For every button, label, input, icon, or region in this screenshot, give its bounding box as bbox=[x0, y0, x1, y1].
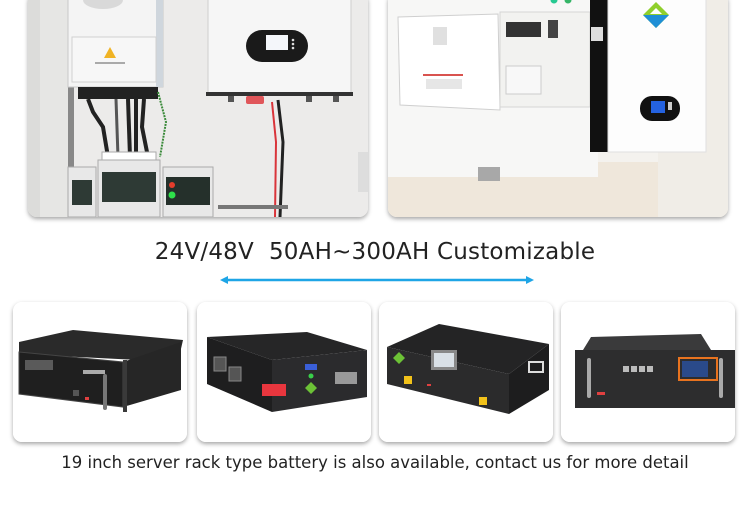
wall-battery-photo bbox=[388, 0, 728, 217]
rack-battery-1-photo bbox=[13, 302, 187, 442]
inverter-installation-photo bbox=[28, 0, 368, 217]
box-battery-2-photo bbox=[197, 302, 371, 442]
rack-battery-4-illustration bbox=[561, 302, 735, 442]
box-battery-3-photo bbox=[379, 302, 553, 442]
rack-battery-1-illustration bbox=[13, 302, 187, 442]
double-arrow-icon bbox=[220, 276, 534, 284]
inverter-installation-illustration bbox=[28, 0, 368, 217]
rack-battery-4-photo bbox=[561, 302, 735, 442]
wall-battery-illustration bbox=[388, 0, 728, 217]
box-battery-3-illustration bbox=[379, 302, 553, 442]
rack-availability-note: 19 inch server rack type battery is also… bbox=[61, 453, 689, 472]
capacity-headline: 24V/48V 50AH~300AH Customizable bbox=[154, 239, 596, 265]
box-battery-2-illustration bbox=[197, 302, 371, 442]
